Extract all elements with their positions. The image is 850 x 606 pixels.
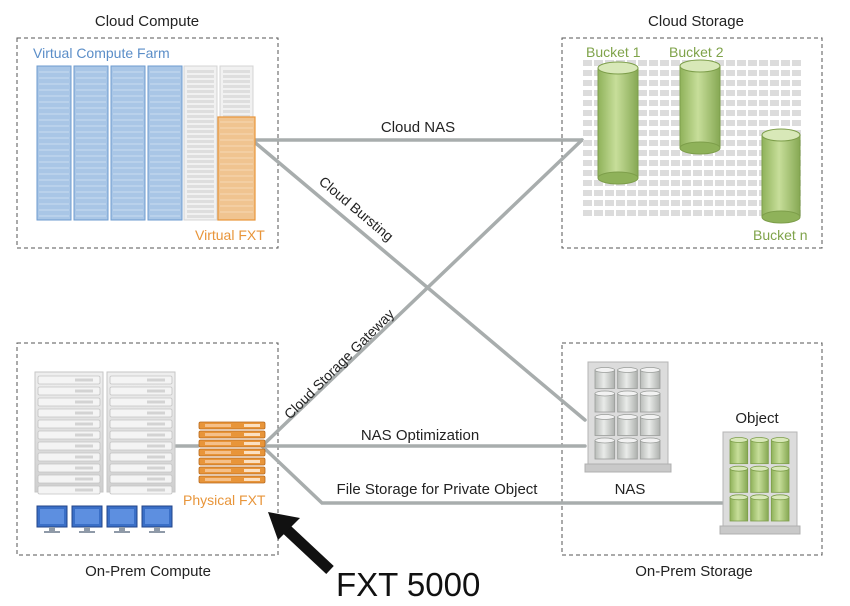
virtual-fxt-label: Virtual FXT bbox=[195, 227, 265, 243]
cloud-bursting-label: Cloud Bursting bbox=[316, 173, 397, 244]
server-rack-icon bbox=[36, 65, 72, 221]
onprem-compute-box bbox=[16, 342, 279, 556]
cloud-compute-title: Cloud Compute bbox=[95, 13, 199, 30]
nas-storage bbox=[584, 361, 672, 473]
cylinder-icon bbox=[729, 468, 749, 493]
cylinder-icon bbox=[770, 468, 790, 493]
server-rack-icon bbox=[198, 457, 266, 466]
server-rack-icon bbox=[198, 430, 266, 439]
onprem-compute-title: On-Prem Compute bbox=[85, 563, 211, 580]
fxt-5000-label: FXT 5000 bbox=[336, 566, 480, 603]
virtual-compute-farm bbox=[36, 65, 256, 221]
server-rack-icon bbox=[198, 466, 266, 475]
bucket-n-label: Bucket n bbox=[753, 227, 807, 243]
nas-label: NAS bbox=[615, 481, 646, 498]
cloud-nas-label: Cloud NAS bbox=[381, 119, 455, 136]
server-rack-icon bbox=[147, 65, 183, 221]
arrow-icon bbox=[268, 512, 334, 575]
nas-optimization-label: NAS Optimization bbox=[361, 427, 479, 444]
onprem-monitors bbox=[36, 505, 173, 533]
cylinder-icon bbox=[761, 134, 801, 218]
server-rack-icon bbox=[198, 439, 266, 448]
cloud-storage-gateway-label: Cloud Storage Gateway bbox=[281, 306, 397, 422]
server-rack-icon bbox=[198, 421, 266, 430]
cloud-storage-box bbox=[561, 37, 823, 249]
cylinder-icon bbox=[729, 439, 749, 465]
server-rack-icon bbox=[198, 448, 266, 457]
onprem-storage-box bbox=[561, 342, 823, 556]
onprem-storage-title: On-Prem Storage bbox=[635, 563, 753, 580]
cylinder-icon bbox=[750, 439, 769, 465]
connection-lines bbox=[174, 138, 724, 505]
server-rack-icon bbox=[110, 65, 146, 221]
bucket-1 bbox=[597, 61, 639, 185]
cylinder-icon bbox=[679, 65, 721, 149]
cylinder-icon bbox=[770, 496, 790, 522]
file-storage-private-object-label: File Storage for Private Object bbox=[337, 481, 539, 498]
bucket-1-label: Bucket 1 bbox=[586, 44, 641, 60]
virtual-fxt-rack bbox=[217, 116, 256, 221]
physical-fxt-label: Physical FXT bbox=[183, 492, 266, 508]
physical-fxt bbox=[198, 421, 266, 484]
cloud-compute-box bbox=[16, 37, 279, 249]
server-rack-icon bbox=[73, 65, 109, 221]
object-label: Object bbox=[735, 410, 779, 427]
cylinder-icon bbox=[750, 496, 769, 522]
onprem-server-racks bbox=[34, 371, 176, 495]
cylinder-icon bbox=[597, 67, 639, 179]
object-storage bbox=[719, 431, 801, 535]
server-rack-icon bbox=[198, 475, 266, 484]
cloud-storage-title: Cloud Storage bbox=[648, 13, 744, 30]
bucket-2-label: Bucket 2 bbox=[669, 44, 724, 60]
virtual-compute-farm-label: Virtual Compute Farm bbox=[33, 45, 170, 61]
cylinder-icon bbox=[750, 468, 769, 493]
cylinder-icon bbox=[729, 496, 749, 522]
cylinder-icon bbox=[770, 439, 790, 465]
bucket-2 bbox=[679, 59, 721, 155]
bucket-n bbox=[761, 128, 801, 224]
